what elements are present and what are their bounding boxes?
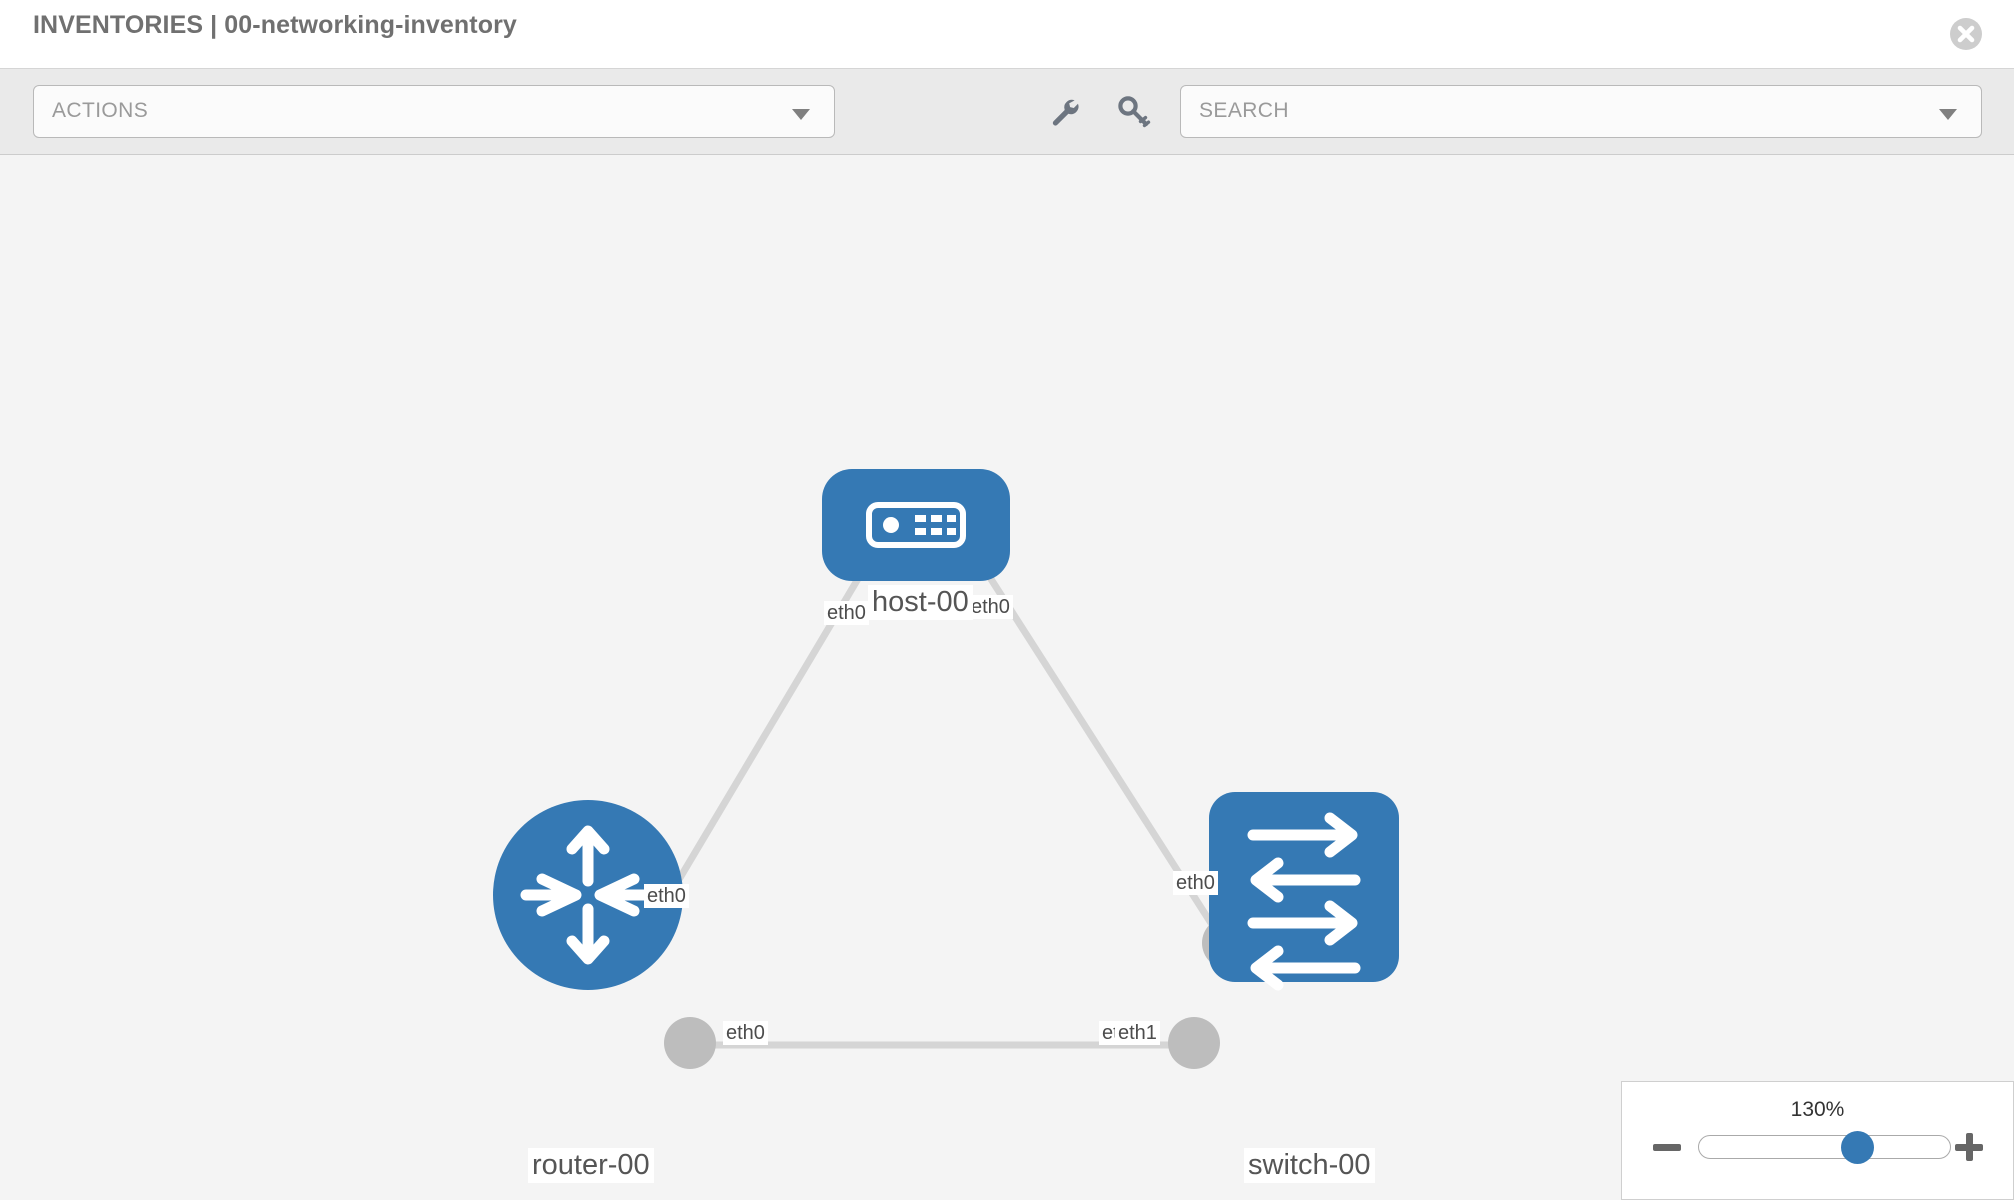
search-input[interactable]: SEARCH — [1180, 85, 1982, 138]
close-icon[interactable] — [1948, 16, 1984, 52]
iface-label: eth0 — [1173, 871, 1218, 895]
zoom-level-label: 130% — [1790, 1098, 1845, 1121]
node-label-host-00: host-00 — [868, 585, 973, 620]
key-icon[interactable] — [1113, 91, 1153, 131]
connector-router00-eth0 — [664, 1017, 716, 1069]
zoom-control-panel: 130% — [1621, 1081, 2014, 1200]
node-switch-00[interactable] — [1209, 792, 1399, 991]
link-host00-router00 — [636, 513, 900, 947]
toolbar: ACTIONS SEARCH — [0, 68, 2014, 155]
wrench-icon[interactable] — [1044, 91, 1084, 131]
zoom-slider-thumb[interactable] — [1841, 1131, 1875, 1164]
search-placeholder: SEARCH — [1199, 99, 1289, 122]
connector-switch00-eth1 — [1168, 1017, 1220, 1069]
actions-dropdown[interactable]: ACTIONS — [33, 85, 835, 138]
node-host-00[interactable] — [822, 469, 1010, 581]
plus-icon[interactable] — [1952, 1130, 1986, 1164]
topology-graph — [493, 469, 1399, 1069]
topology-canvas[interactable]: eth0 eth0 eth0 eth0 eth0 eth0 eth1 host-… — [0, 155, 2014, 1200]
iface-label: eth1 — [1115, 1021, 1160, 1045]
node-label-router-00: router-00 — [528, 1148, 654, 1183]
iface-label: eth0 — [824, 601, 869, 625]
node-router-00[interactable] — [493, 800, 683, 990]
page-title: INVENTORIES | 00-networking-inventory — [33, 11, 517, 39]
page-header: INVENTORIES | 00-networking-inventory — [0, 0, 2014, 68]
iface-label: eth0 — [968, 595, 1013, 619]
iface-label: eth0 — [723, 1021, 768, 1045]
actions-dropdown-label: ACTIONS — [52, 99, 149, 122]
node-label-switch-00: switch-00 — [1244, 1148, 1375, 1183]
router-arrows-icon — [520, 825, 656, 965]
zoom-slider[interactable] — [1698, 1131, 1951, 1164]
server-icon — [866, 502, 966, 548]
iface-label: eth0 — [644, 884, 689, 908]
minus-icon[interactable] — [1650, 1130, 1684, 1164]
chevron-down-icon[interactable] — [1939, 109, 1957, 120]
chevron-down-icon — [792, 109, 810, 120]
switch-arrows-icon — [1247, 812, 1361, 991]
